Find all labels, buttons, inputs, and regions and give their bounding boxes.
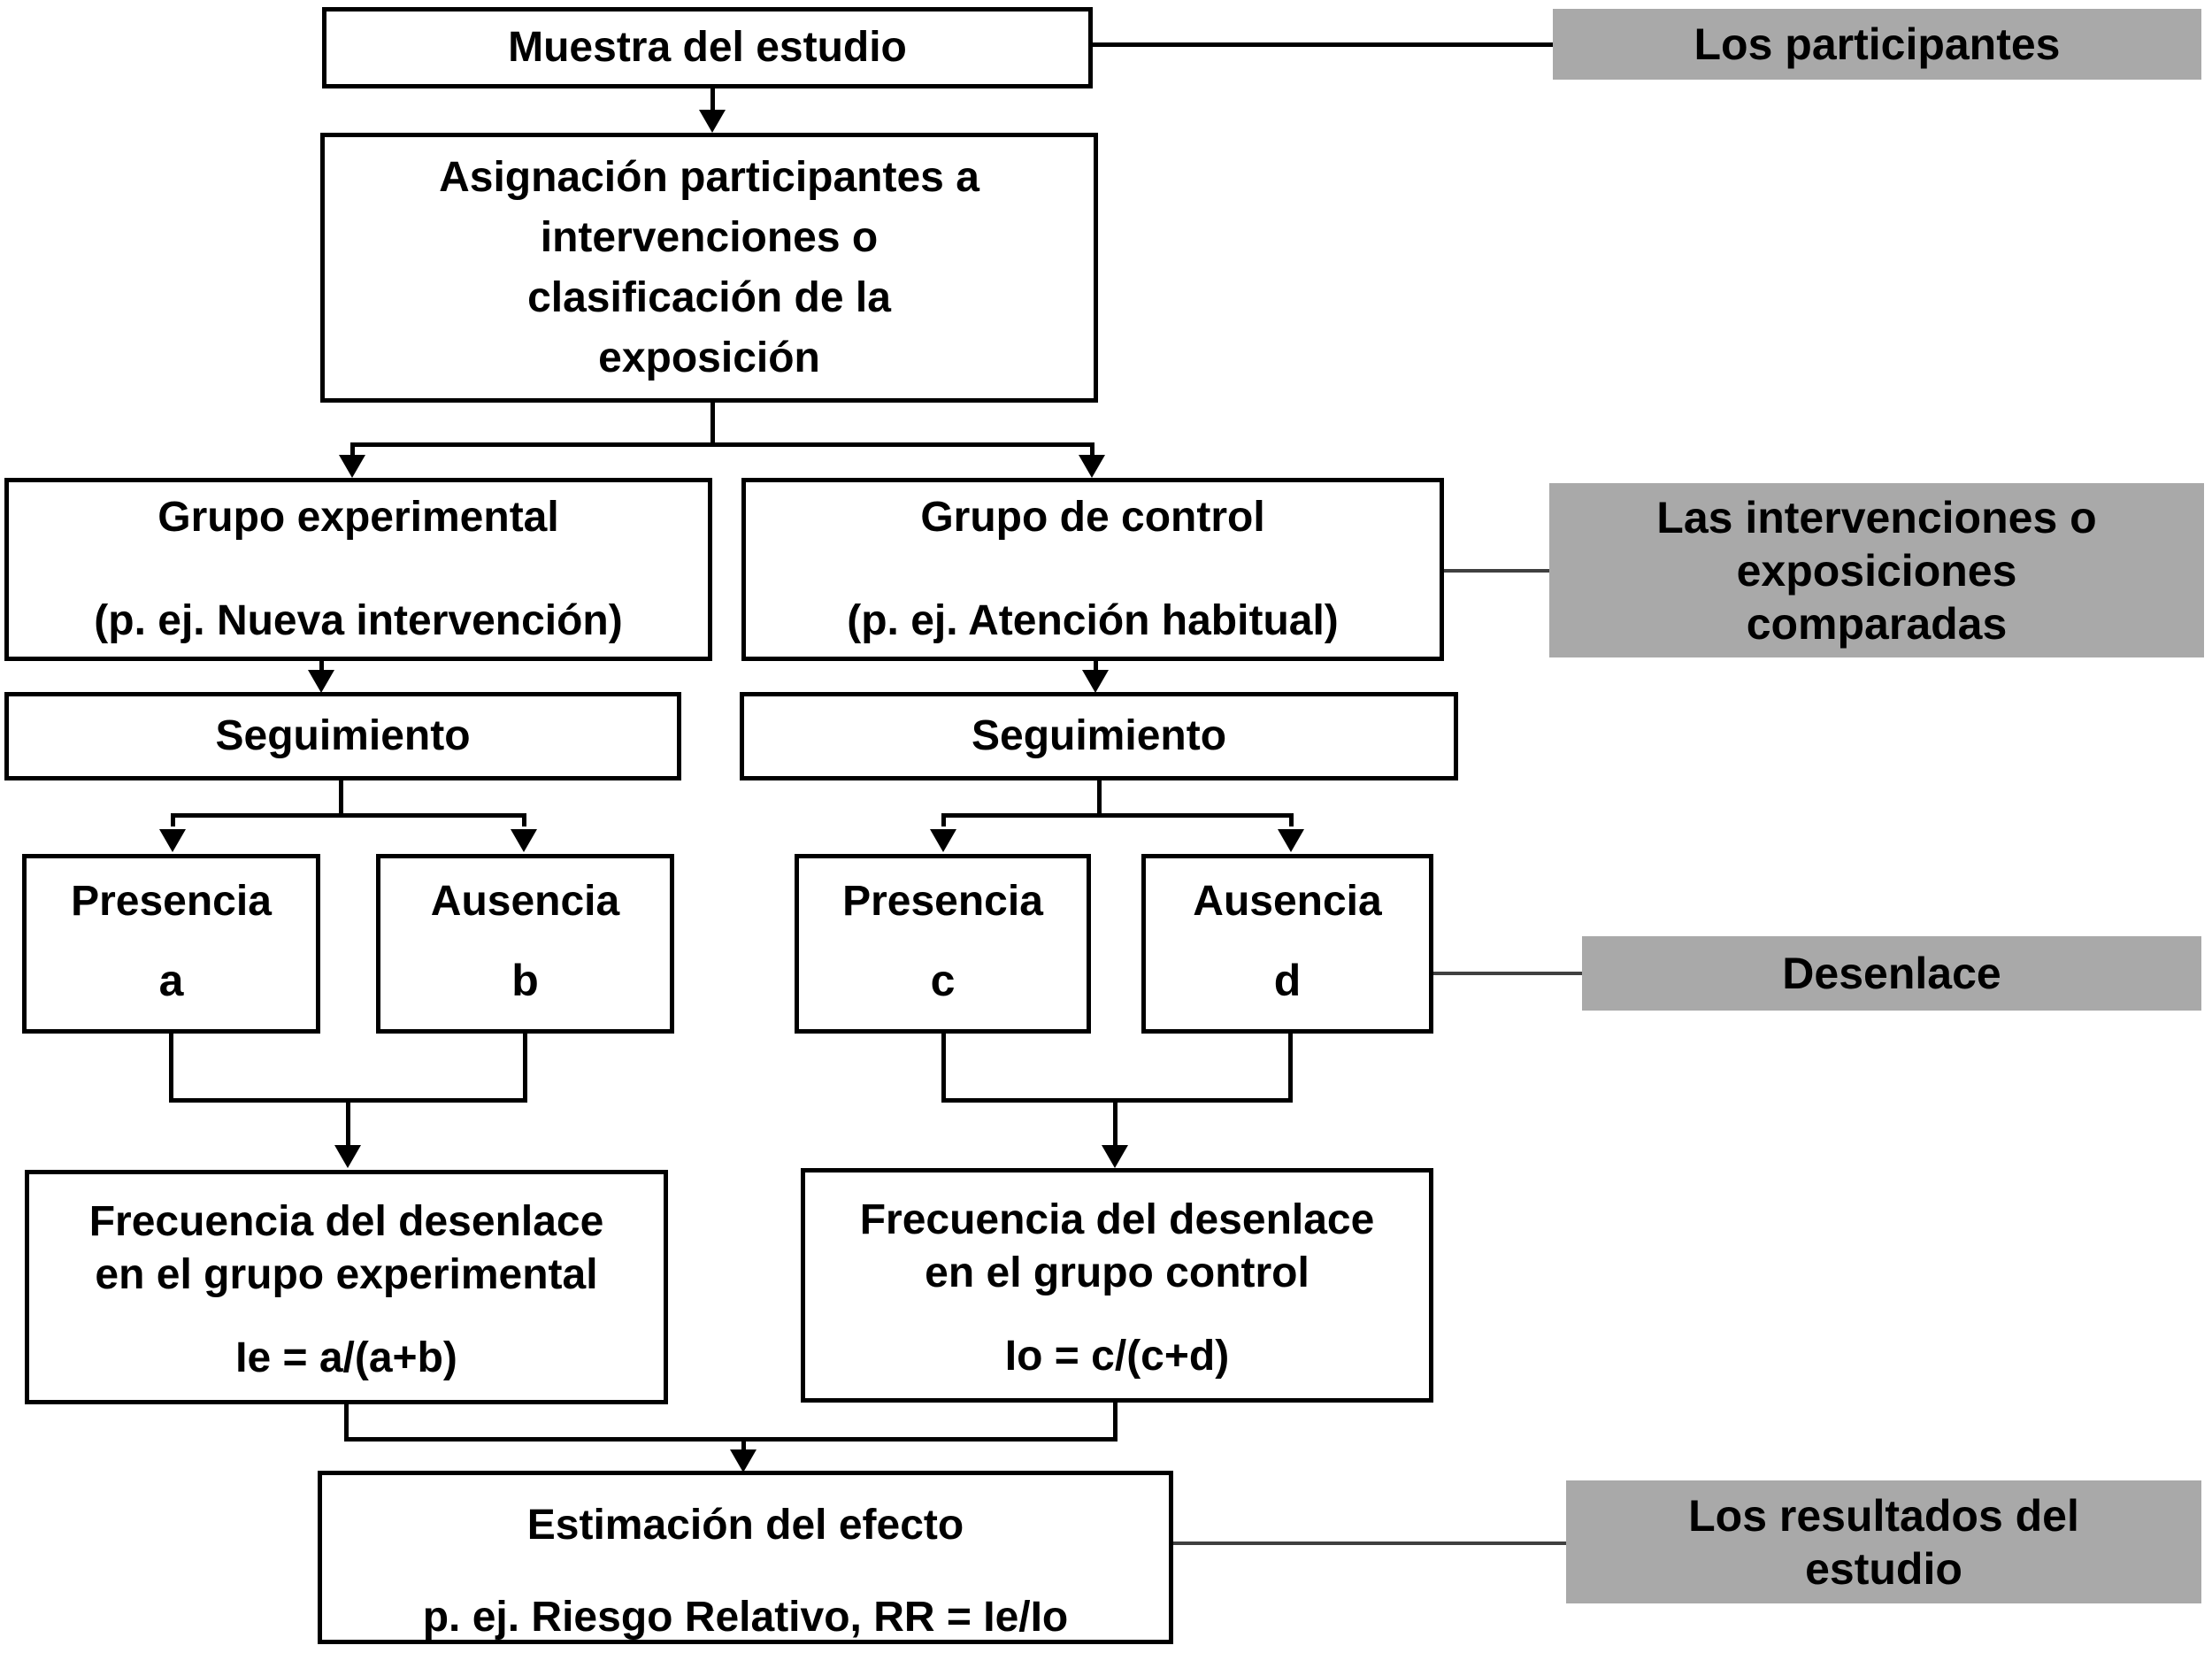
arrowhead-grupo-experimental: [339, 455, 365, 478]
connector-muestra-asignacion-stem: [710, 88, 715, 113]
connector-estimacion-stem: [741, 1442, 746, 1452]
node-presencia-c-cell: c: [930, 956, 956, 1005]
node-muestra-title: Muestra del estudio: [508, 23, 907, 71]
label-resultados-line2: estudio: [1805, 1543, 1962, 1594]
connector-ab-merge-stem: [346, 1103, 350, 1147]
label-desenlace: Desenlace: [1582, 936, 2201, 1011]
node-ausencia-b-title: Ausencia: [430, 878, 620, 925]
connector-cd-merge-stem: [1113, 1103, 1118, 1147]
arrowhead-presencia-c: [930, 829, 956, 852]
connector-b-down: [523, 1034, 527, 1103]
node-estimacion-title: Estimación del efecto: [526, 1502, 964, 1549]
node-frecuencia-control-formula: Io = c/(c+d): [1004, 1333, 1230, 1380]
node-asignacion-line3: clasificación de la: [527, 273, 891, 321]
node-estimacion-subtitle: p. ej. Riesgo Relativo, RR = Ie/Io: [422, 1594, 1069, 1641]
node-frecuencia-control-line2: en el grupo control: [925, 1249, 1310, 1296]
connector-ausencia-d-desenlace: [1433, 972, 1582, 975]
connector-seguimiento-der-horizontal: [941, 813, 1294, 818]
connector-control-seguimiento-stem: [1094, 661, 1098, 673]
node-asignacion-line2: intervenciones o: [540, 213, 879, 261]
connector-presencia-a-stub: [171, 818, 175, 826]
node-presencia-a-title: Presencia: [71, 878, 272, 925]
connector-d-down: [1288, 1034, 1293, 1103]
node-frecuencia-experimental-line1: Frecuencia del desenlace: [88, 1198, 604, 1245]
node-grupo-control-title: Grupo de control: [920, 493, 1265, 541]
connector-ausencia-d-stub: [1289, 818, 1294, 826]
arrowhead-asignacion: [699, 110, 726, 133]
arrowhead-presencia-a: [159, 829, 186, 852]
arrowhead-ausencia-d: [1278, 829, 1304, 852]
connector-asignacion-split-stem: [710, 403, 715, 445]
connector-a-down: [169, 1034, 173, 1103]
arrowhead-seguimiento-izquierda: [308, 670, 334, 693]
connector-control-intervenciones: [1444, 569, 1549, 573]
arrowhead-frecuencia-experimental: [334, 1145, 361, 1168]
label-intervenciones-line2: exposiciones: [1736, 545, 2017, 596]
label-intervenciones-line1: Las intervenciones o: [1656, 492, 2097, 542]
node-frecuencia-experimental: Frecuencia del desenlace en el grupo exp…: [25, 1170, 668, 1404]
connector-cd-merge-horizontal: [941, 1098, 1293, 1103]
connector-c-down: [941, 1034, 946, 1103]
node-seguimiento-derecha: Seguimiento: [740, 692, 1458, 780]
connector-asignacion-split-horizontal: [350, 442, 1094, 447]
node-frecuencia-experimental-formula: Ie = a/(a+b): [235, 1334, 457, 1381]
arrowhead-frecuencia-control: [1102, 1145, 1128, 1168]
arrowhead-grupo-control: [1079, 455, 1105, 478]
connector-frecuencia-exp-down: [344, 1404, 349, 1442]
node-presencia-a-cell: a: [158, 956, 184, 1005]
label-los-participantes: Los participantes: [1553, 9, 2201, 80]
node-seguimiento-derecha-title: Seguimiento: [971, 711, 1227, 759]
node-grupo-experimental: Grupo experimental (p. ej. Nueva interve…: [4, 478, 712, 661]
connector-seguimiento-izq-horizontal: [171, 813, 526, 818]
connector-frecuencias-merge-horizontal: [344, 1437, 1118, 1442]
arrowhead-ausencia-b: [511, 829, 537, 852]
node-ausencia-d: Ausencia d: [1141, 854, 1433, 1034]
node-presencia-c: Presencia c: [795, 854, 1091, 1034]
label-intervenciones-line3: comparadas: [1746, 598, 2008, 649]
arrowhead-estimacion: [730, 1449, 757, 1472]
node-muestra-del-estudio: Muestra del estudio: [322, 7, 1093, 88]
connector-ab-merge-horizontal: [169, 1098, 527, 1103]
node-presencia-a: Presencia a: [22, 854, 320, 1034]
connector-split-right-stub: [1090, 447, 1094, 457]
node-frecuencia-control-line1: Frecuencia del desenlace: [859, 1196, 1375, 1243]
label-resultados-estudio: Los resultados del estudio: [1566, 1480, 2201, 1603]
connector-split-left-stub: [350, 447, 355, 457]
connector-seguimiento-der-stem: [1097, 780, 1102, 818]
connector-experimental-seguimiento-stem: [319, 661, 324, 673]
node-grupo-experimental-title: Grupo experimental: [157, 493, 559, 541]
connector-seguimiento-izq-stem: [339, 780, 343, 818]
node-frecuencia-control: Frecuencia del desenlace en el grupo con…: [801, 1168, 1433, 1403]
node-presencia-c-title: Presencia: [842, 878, 1043, 925]
connector-presencia-c-stub: [941, 818, 946, 826]
node-estimacion-efecto: Estimación del efecto p. ej. Riesgo Rela…: [318, 1471, 1173, 1644]
connector-frecuencia-ctrl-down: [1113, 1403, 1118, 1442]
connector-estimacion-resultados: [1173, 1542, 1566, 1545]
node-ausencia-d-title: Ausencia: [1193, 878, 1382, 925]
connector-muestra-participantes: [1093, 42, 1553, 47]
label-resultados-line1: Los resultados del: [1688, 1490, 2079, 1541]
label-los-participantes-text: Los participantes: [1694, 19, 2061, 69]
node-ausencia-b-cell: b: [511, 956, 539, 1005]
label-intervenciones-comparadas: Las intervenciones o exposiciones compar…: [1549, 483, 2204, 657]
node-seguimiento-izquierda-title: Seguimiento: [215, 711, 471, 759]
node-grupo-control: Grupo de control (p. ej. Atención habitu…: [741, 478, 1444, 661]
node-asignacion-line4: exposición: [598, 334, 820, 381]
arrowhead-seguimiento-derecha: [1082, 670, 1109, 693]
node-ausencia-b: Ausencia b: [376, 854, 674, 1034]
node-grupo-control-subtitle: (p. ej. Atención habitual): [847, 597, 1339, 644]
node-asignacion-line1: Asignación participantes a: [439, 153, 979, 201]
node-asignacion: Asignación participantes a intervencione…: [320, 133, 1098, 403]
node-ausencia-d-cell: d: [1273, 956, 1302, 1005]
label-desenlace-text: Desenlace: [1782, 949, 2001, 998]
node-seguimiento-izquierda: Seguimiento: [4, 692, 681, 780]
node-grupo-experimental-subtitle: (p. ej. Nueva intervención): [94, 597, 623, 644]
node-frecuencia-experimental-line2: en el grupo experimental: [95, 1251, 598, 1298]
connector-ausencia-b-stub: [522, 818, 526, 826]
